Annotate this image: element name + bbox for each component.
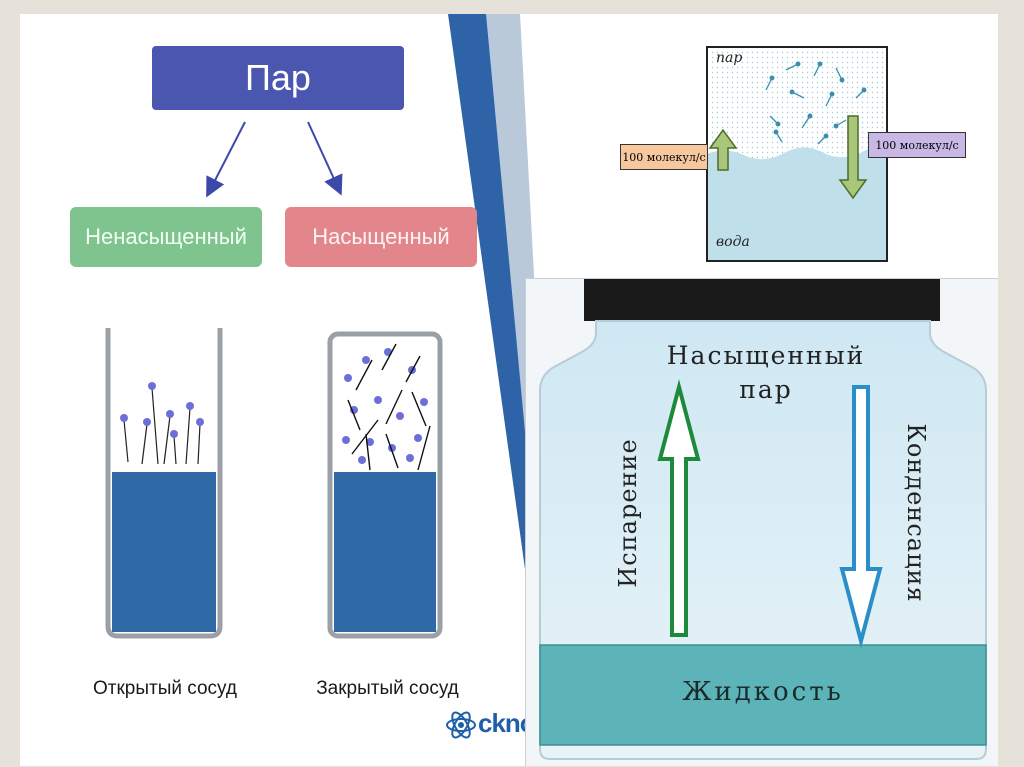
left-rate-label: 100 молекул/с bbox=[620, 144, 708, 170]
right-rate-label: 100 молекул/с bbox=[868, 132, 966, 158]
water-label: вода bbox=[716, 234, 750, 250]
evaporation-label: Испарение bbox=[614, 403, 642, 623]
arrow-to-saturated bbox=[308, 122, 340, 192]
open-vessel bbox=[102, 324, 226, 640]
vapor-label: пар bbox=[716, 50, 742, 66]
bottle-cap bbox=[584, 279, 940, 321]
saturated-vapor-line1: Насыщенный bbox=[616, 341, 916, 370]
liquid-label: Жидкость bbox=[540, 677, 986, 707]
vapor-title: Пар bbox=[152, 46, 404, 110]
arrow-to-unsaturated bbox=[208, 122, 245, 194]
bottle-diagram: Насыщенный пар Испарение Конденсация Жид… bbox=[525, 278, 998, 766]
saturated-label: Насыщенный bbox=[285, 207, 477, 267]
equilibrium-diagram: пар вода 100 молекул/с 100 молекул/с bbox=[536, 36, 998, 296]
open-vessel-water bbox=[112, 472, 216, 632]
branch-arrows bbox=[190, 114, 360, 204]
closed-vessel bbox=[326, 330, 444, 642]
open-vessel-caption: Открытый сосуд bbox=[90, 678, 240, 700]
water-container bbox=[706, 46, 888, 262]
closed-vessel-water bbox=[334, 472, 436, 632]
slide: Пар Ненасыщенный Насыщенный Открытый сос… bbox=[20, 14, 998, 766]
unsaturated-label: Ненасыщенный bbox=[70, 207, 262, 267]
closed-vessel-caption: Закрытый сосуд bbox=[310, 678, 465, 700]
condensation-label: Конденсация bbox=[902, 393, 930, 633]
atom-logo-icon bbox=[444, 704, 478, 746]
saturated-vapor-line2: пар bbox=[616, 375, 916, 404]
